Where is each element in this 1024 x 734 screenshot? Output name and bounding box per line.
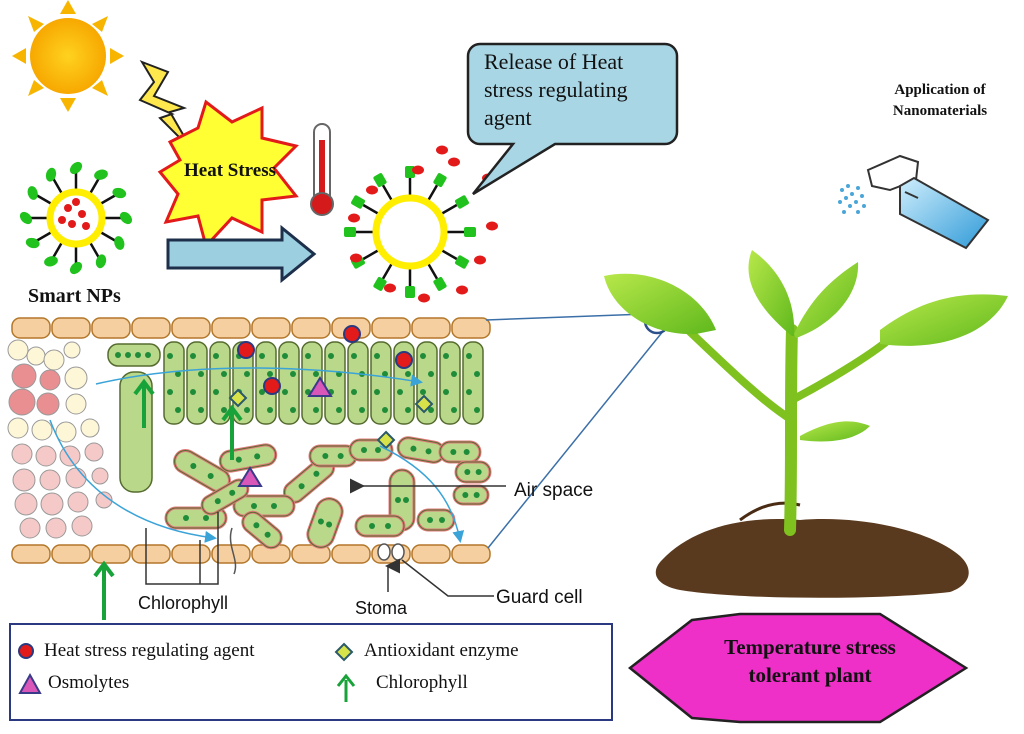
- heat-stress-burst: [157, 99, 299, 250]
- heat-stress-label: Heat Stress: [184, 160, 276, 181]
- plant-illustration: [604, 250, 1008, 598]
- air-space-label: Air space: [514, 480, 594, 501]
- legend-red-circle-icon: [18, 643, 34, 659]
- legend-label-agent: Heat stress regulating agent: [44, 640, 255, 661]
- guard-cell-label: Guard cell: [496, 587, 583, 608]
- sun-icon: [12, 0, 124, 112]
- legend-diamond-icon: [334, 642, 354, 662]
- smart-nps-label: Smart NPs: [28, 285, 121, 307]
- leaf-cross-section: [7, 317, 506, 620]
- legend-box: [9, 623, 613, 721]
- legend-label-chlorophyll: Chlorophyll: [376, 672, 468, 693]
- tolerant-plant-label: Temperature stress tolerant plant: [724, 635, 896, 687]
- zoom-line-top: [485, 313, 647, 321]
- chlorophyll-label: Chlorophyll: [138, 593, 229, 613]
- stoma-label: Stoma: [355, 598, 408, 618]
- legend-green-arrow-icon: [336, 673, 356, 702]
- legend-label-osmolytes: Osmolytes: [48, 672, 130, 693]
- tolerant-plant-hexagon: [627, 612, 969, 724]
- zoom-line-bottom: [487, 329, 665, 549]
- thermometer-icon: [310, 123, 334, 216]
- released-np-icon: [344, 145, 498, 303]
- legend-label-antioxidant: Antioxidant enzyme: [364, 640, 519, 661]
- application-label: Application of Nanomaterials: [892, 82, 988, 119]
- smart-np-icon: [19, 161, 133, 275]
- release-bubble-label: Release of Heat stress regulating agent: [484, 49, 628, 130]
- speech-bubble: [466, 42, 679, 196]
- legend-triangle-icon: [18, 672, 42, 694]
- spray-bottle-icon: [838, 154, 990, 250]
- process-arrow: [166, 224, 317, 284]
